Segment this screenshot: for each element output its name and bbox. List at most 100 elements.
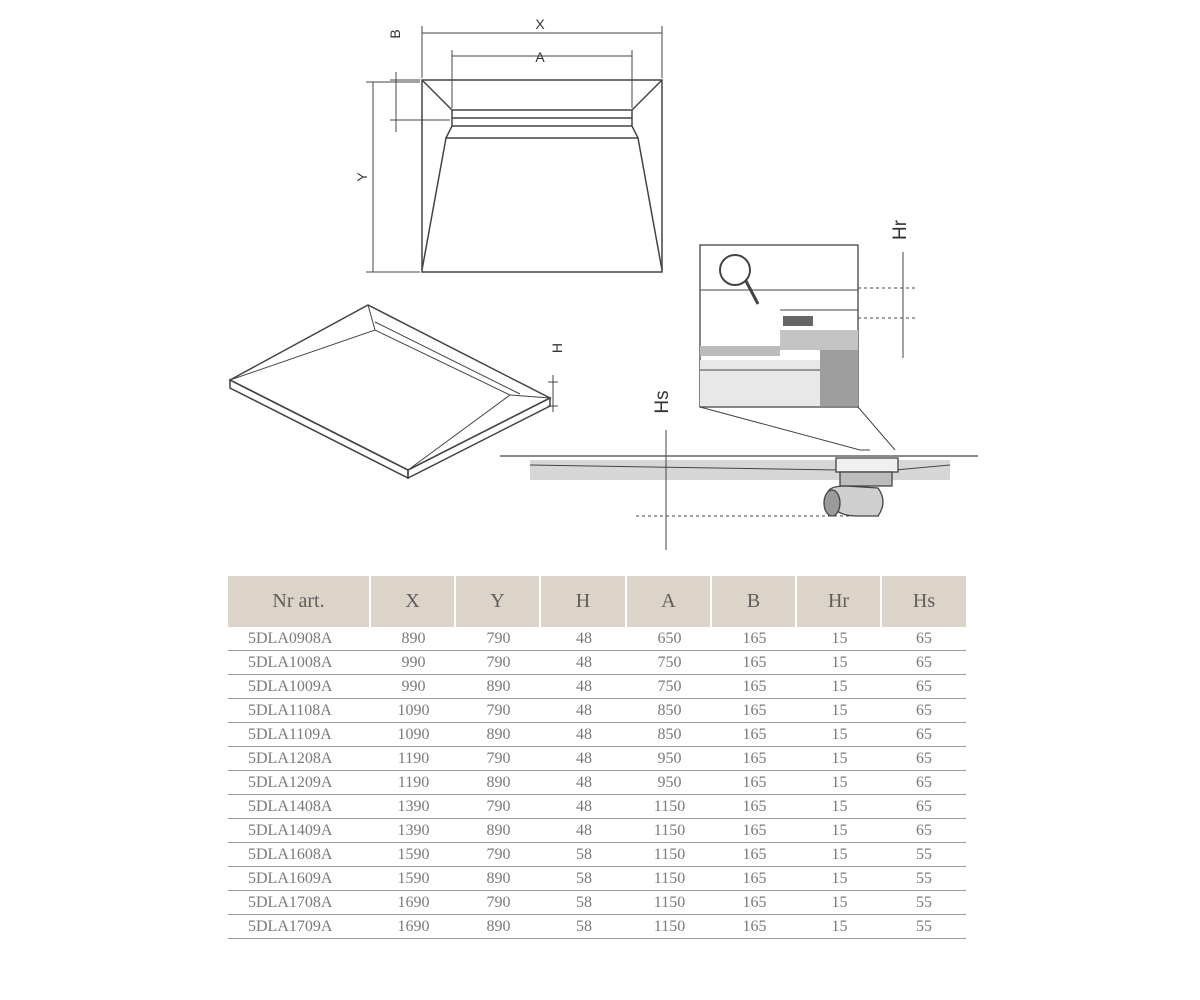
dimension-cell: 65	[882, 723, 966, 747]
dimension-cell: 1090	[371, 699, 456, 723]
dimension-cell: 890	[456, 819, 541, 843]
dimension-cell: 55	[882, 891, 966, 915]
dimension-cell: 48	[541, 699, 627, 723]
dimension-cell: 165	[712, 795, 797, 819]
dimension-cell: 58	[541, 891, 627, 915]
tray-slope-right	[894, 464, 951, 471]
dimension-cell: 1090	[371, 723, 456, 747]
dimension-cell: 1690	[371, 915, 456, 939]
article-number-cell: 5DLA1709A	[228, 915, 371, 939]
label-hr: Hr	[890, 219, 911, 240]
dimension-cell: 850	[627, 723, 712, 747]
dimension-cell: 790	[456, 747, 541, 771]
magnifier-icon	[719, 254, 751, 286]
dimension-cell: 15	[797, 795, 882, 819]
dimension-cell: 65	[882, 699, 966, 723]
dimension-cell: 1150	[627, 819, 712, 843]
dimension-cell: 65	[882, 627, 966, 651]
dimension-cell: 48	[541, 747, 627, 771]
label-a: A	[535, 49, 545, 65]
dimension-cell: 790	[456, 699, 541, 723]
dimension-cell: 15	[797, 819, 882, 843]
dimension-cell: 165	[712, 651, 797, 675]
article-number-cell: 5DLA1608A	[228, 843, 371, 867]
dimension-cell: 1150	[627, 867, 712, 891]
dimension-cell: 1150	[627, 915, 712, 939]
drain-slot-line	[374, 321, 521, 395]
dimension-cell: 58	[541, 915, 627, 939]
dimension-cell: 15	[797, 675, 882, 699]
dimension-cell: 48	[541, 651, 627, 675]
perspective-view	[228, 304, 558, 480]
tray-slope-lines	[421, 137, 663, 271]
label-hs: Hs	[652, 390, 673, 413]
dimension-cell: 165	[712, 891, 797, 915]
dimension-cell: 48	[541, 723, 627, 747]
dimension-cell: 790	[456, 795, 541, 819]
dimension-cell: 165	[712, 843, 797, 867]
dimension-cell: 165	[712, 819, 797, 843]
detail-frame	[699, 244, 859, 408]
tile-layer	[700, 346, 780, 356]
dimension-cell: 15	[797, 699, 882, 723]
screed-block	[820, 350, 858, 406]
top-view	[366, 26, 663, 273]
dimension-cell: 790	[456, 843, 541, 867]
dimension-cell: 890	[456, 723, 541, 747]
dimension-cell: 1690	[371, 891, 456, 915]
drain-body	[839, 471, 893, 487]
dimension-cell: 165	[712, 771, 797, 795]
label-y: Y	[354, 172, 370, 182]
dimension-cell: 15	[797, 867, 882, 891]
article-number-cell: 5DLA0908A	[228, 627, 371, 651]
tray-section	[780, 330, 858, 350]
dimension-cell: 165	[712, 675, 797, 699]
dimension-cell: 890	[456, 771, 541, 795]
dimension-cell: 165	[712, 867, 797, 891]
article-number-cell: 5DLA1408A	[228, 795, 371, 819]
dimension-cell: 48	[541, 819, 627, 843]
dimension-cell: 790	[456, 891, 541, 915]
dimension-cell: 165	[712, 747, 797, 771]
dimension-cell: 1390	[371, 819, 456, 843]
dimension-cell: 15	[797, 723, 882, 747]
tray-outline	[421, 79, 663, 273]
dimension-cell: 165	[712, 627, 797, 651]
dimension-cell: 48	[541, 795, 627, 819]
dimension-cell: 750	[627, 651, 712, 675]
article-number-cell: 5DLA1609A	[228, 867, 371, 891]
dimension-cell: 48	[541, 675, 627, 699]
drain-profile	[783, 316, 813, 326]
column-header: Hr	[797, 576, 882, 627]
dimension-cell: 990	[371, 651, 456, 675]
dimension-cell: 890	[456, 915, 541, 939]
column-header: Y	[456, 576, 541, 627]
dimension-cell: 790	[456, 651, 541, 675]
dimension-cell: 890	[456, 675, 541, 699]
dimension-cell: 65	[882, 747, 966, 771]
dimension-cell: 950	[627, 771, 712, 795]
dimension-cell: 15	[797, 891, 882, 915]
tray-slope-ridge	[229, 329, 511, 471]
slope-corner-right	[631, 125, 639, 139]
dimension-cell: 65	[882, 795, 966, 819]
dimension-cell: 55	[882, 915, 966, 939]
dimension-cell: 65	[882, 819, 966, 843]
article-number-cell: 5DLA1108A	[228, 699, 371, 723]
column-header: B	[712, 576, 797, 627]
column-header: Hs	[882, 576, 966, 627]
dimension-cell: 65	[882, 675, 966, 699]
dimension-cell: 15	[797, 915, 882, 939]
slope-corner-left	[445, 125, 453, 139]
magnifier-handle	[744, 280, 760, 305]
dimension-cell: 165	[712, 915, 797, 939]
dimension-cell: 65	[882, 771, 966, 795]
tray-top-slope	[421, 79, 663, 111]
tray-corner-back	[367, 304, 376, 331]
